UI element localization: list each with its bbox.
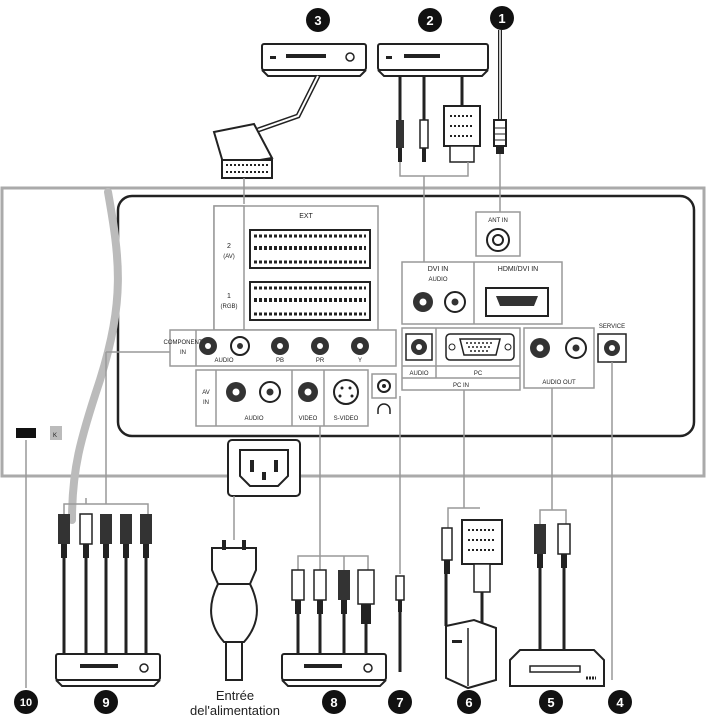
component-y-label: Y (358, 358, 362, 364)
pc-audio-label: AUDIO (409, 371, 428, 377)
component-label: COMPONENT (164, 340, 203, 346)
power-caption-line-2: del'alimentation (190, 703, 280, 718)
ant-in-label: ANT IN (488, 218, 508, 224)
callout-4-text: 4 (616, 695, 624, 710)
power-cord-curve (68, 188, 122, 524)
callout-5: 5 (539, 690, 563, 714)
power-caption: Entrée del'alimentation (170, 688, 300, 718)
callout-3-text: 3 (314, 13, 321, 28)
callout-6-text: 6 (465, 695, 472, 710)
tv-back-outline (0, 186, 706, 478)
hdmi-label: HDMI/DVI IN (498, 266, 538, 273)
pc-in-block: AUDIO PC PC IN (401, 327, 521, 391)
audio-out-block: AUDIO OUT (523, 327, 595, 389)
callout-1-text: 1 (498, 11, 505, 26)
callout-8: 8 (322, 690, 346, 714)
callout-2-text: 2 (426, 13, 433, 28)
callout-2: 2 (418, 8, 442, 32)
callout-3: 3 (306, 8, 330, 32)
s-video-port (333, 379, 359, 405)
ext-2-number: 2 (227, 243, 231, 250)
callout-10: 10 (14, 690, 38, 714)
dvi-audio-label: AUDIO (428, 277, 447, 283)
callout-9-text: 9 (102, 695, 109, 710)
ext-scart-block: EXT 2 (AV) 1 (RGB) (213, 205, 379, 331)
device-5-audio-system (509, 388, 605, 687)
power-cable (210, 496, 258, 681)
callout-8-text: 8 (330, 695, 337, 710)
pc-in-label: PC IN (453, 383, 469, 389)
device-3-vcr (261, 43, 367, 77)
callout-7: 7 (388, 690, 412, 714)
video-label: VIDEO (299, 416, 318, 422)
s-video-label: S-VIDEO (334, 416, 359, 422)
component-in-label: IN (180, 350, 186, 356)
av-label: AV (202, 390, 210, 396)
callout-5-text: 5 (547, 695, 554, 710)
device-2-dvi (377, 43, 489, 262)
device-9-component-player (55, 351, 170, 687)
headphone-icon (377, 403, 391, 414)
av-in-block: AV IN AUDIO VIDEO S-VIDEO (195, 369, 369, 427)
callout-6: 6 (457, 690, 481, 714)
power-caption-line-1: Entrée (215, 688, 255, 703)
component-audio-label: AUDIO (214, 358, 233, 364)
kensington-lock-icon: K (50, 426, 62, 440)
antenna-cable (493, 30, 507, 212)
component-in-block: COMPONENT IN AUDIO PB PR Y (164, 329, 397, 367)
device-6-pc (441, 390, 503, 690)
component-pb-label: PB (276, 358, 284, 364)
service-block: SERVICE (597, 324, 627, 363)
callout-1: 1 (490, 6, 514, 30)
av-in-label: IN (203, 400, 209, 406)
ext-label: EXT (299, 213, 313, 220)
callout-9: 9 (94, 690, 118, 714)
device-8-av-player (281, 426, 387, 687)
kensington-label: K (53, 433, 57, 439)
ext-1-sub: (RGB) (221, 304, 238, 310)
component-pr-label: PR (316, 358, 325, 364)
audio-out-label: AUDIO OUT (542, 380, 576, 386)
callout-4: 4 (608, 690, 632, 714)
ant-in-block: ANT IN (475, 211, 521, 257)
callout-7-text: 7 (396, 695, 403, 710)
service-label: SERVICE (599, 324, 625, 330)
ext-2-sub: (AV) (223, 254, 235, 260)
headphone-cable (395, 396, 405, 672)
dvi-hdmi-block: DVI IN AUDIO HDMI/DVI IN (401, 261, 563, 325)
kensington-slot (16, 428, 36, 438)
dvi-in-label: DVI IN (428, 266, 449, 273)
ext-1-number: 1 (227, 293, 231, 300)
pc-label: PC (474, 371, 483, 377)
power-socket (227, 439, 301, 497)
callout-10-text: 10 (20, 697, 32, 709)
scart-cable (212, 74, 321, 204)
headphone-block (371, 373, 397, 414)
av-audio-label: AUDIO (244, 416, 263, 422)
